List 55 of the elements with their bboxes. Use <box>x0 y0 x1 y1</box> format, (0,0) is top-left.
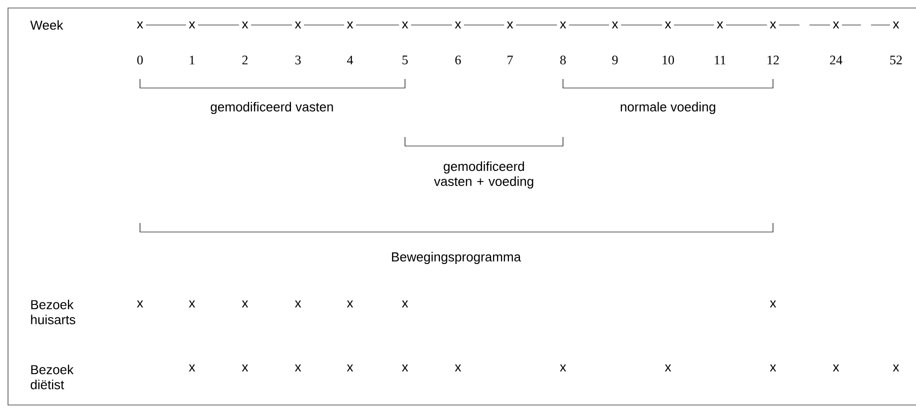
cross-mark: x <box>454 364 462 372</box>
phase-label: gemodificeerd vasten + voeding <box>434 161 534 189</box>
week-number: 5 <box>402 56 408 64</box>
row-heading: Week <box>30 20 64 30</box>
cross-mark: x <box>188 364 196 372</box>
phase-label: normale voeding <box>620 102 716 114</box>
week-number: 8 <box>560 56 566 64</box>
week-number: 52 <box>890 56 902 64</box>
week-number: 3 <box>295 56 301 64</box>
week-number: 2 <box>242 56 248 64</box>
cross-mark: x <box>346 300 354 308</box>
cross-mark: x <box>136 22 144 28</box>
cross-mark: x <box>346 364 354 372</box>
cross-mark: x <box>612 22 618 28</box>
week-number: 7 <box>508 56 513 64</box>
cross-mark: x <box>770 22 776 28</box>
cross-mark: x <box>770 364 776 372</box>
cross-mark: x <box>716 22 724 28</box>
cross-mark: x <box>832 364 840 372</box>
week-number: 0 <box>137 56 143 64</box>
cross-mark: x <box>242 364 248 372</box>
phase-label: Bewegingsprogramma <box>392 252 521 264</box>
cross-mark: x <box>402 300 408 308</box>
cross-mark: x <box>242 300 248 308</box>
cross-mark: x <box>402 22 408 28</box>
row-heading: Bezoek huisarts <box>31 300 76 324</box>
cross-mark: x <box>294 22 302 28</box>
cross-mark: x <box>188 300 196 308</box>
cross-mark: x <box>892 364 900 372</box>
week-number: 24 <box>830 56 842 64</box>
cross-mark: x <box>136 300 144 308</box>
row-heading: Bezoek diëtist <box>30 364 74 390</box>
cross-mark: x <box>664 364 672 372</box>
cross-mark: x <box>188 22 196 28</box>
week-number: 9 <box>612 56 618 64</box>
cross-mark: x <box>294 364 302 372</box>
cross-mark: x <box>664 22 672 28</box>
phase-label: gemodificeerd vasten <box>210 102 333 114</box>
cross-mark: x <box>506 22 514 28</box>
cross-mark: x <box>560 364 566 372</box>
week-number: 6 <box>455 56 461 64</box>
cross-mark: x <box>560 22 566 28</box>
cross-mark: x <box>454 22 462 28</box>
week-number: 10 <box>662 56 674 64</box>
cross-mark: x <box>294 300 302 308</box>
cross-mark: x <box>892 22 900 28</box>
cross-mark: x <box>770 300 776 308</box>
cross-mark: x <box>346 22 354 28</box>
week-number: 1 <box>190 56 194 64</box>
week-number: 11 <box>714 56 726 64</box>
week-number: 12 <box>768 56 779 64</box>
cross-mark: x <box>832 22 840 28</box>
week-number: 4 <box>347 56 354 64</box>
cross-mark: x <box>402 364 408 372</box>
cross-mark: x <box>242 22 248 28</box>
